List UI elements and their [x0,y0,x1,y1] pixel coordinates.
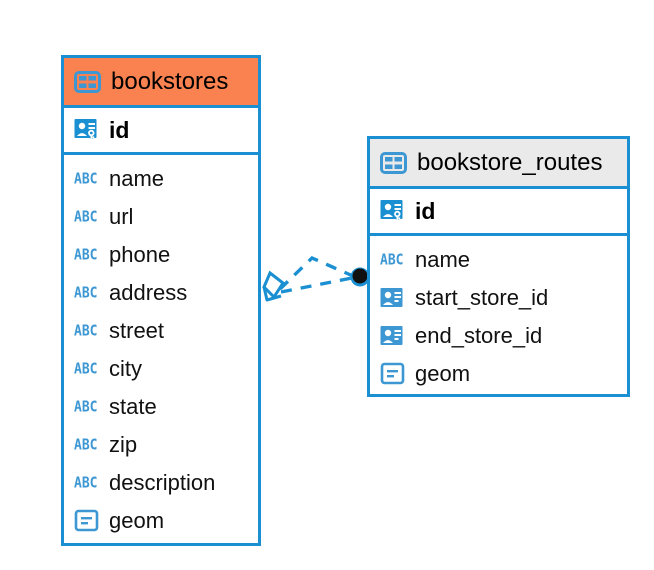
column-row-address[interactable]: ABC address [64,274,258,312]
column-list-bookstores: ABC name ABC url ABC phone ABC address A… [64,155,258,545]
column-name: end_store_id [415,323,543,348]
text-abc-icon: ABC [74,246,98,264]
column-row-zip[interactable]: ABC zip [64,426,258,464]
column-row-state[interactable]: ABC state [64,388,258,426]
primary-key-icon [74,117,100,143]
text-abc-icon: ABC [74,436,98,454]
entity-header-bookstore-routes[interactable]: bookstore_routes [370,139,627,189]
text-abc-icon: ABC [74,360,98,378]
column-name: id [109,116,130,143]
foreign-key-icon [380,287,406,309]
column-row-url[interactable]: ABC url [64,198,258,236]
text-abc-icon: ABC [380,251,404,269]
geometry-icon [380,362,406,386]
column-row-name[interactable]: ABC name [64,160,258,198]
table-icon [74,70,101,93]
table-icon [380,151,407,174]
entity-table-bookstores[interactable]: bookstores id ABC [61,55,261,546]
text-abc-icon: ABC [74,322,98,340]
column-name: geom [109,508,165,533]
column-row-city[interactable]: ABC city [64,350,258,388]
column-row-primary-key[interactable]: id [370,189,627,236]
entity-title: bookstore_routes [417,148,603,176]
diamond-marker [262,270,286,302]
column-name: street [109,318,165,343]
column-name: description [109,470,216,495]
column-row-phone[interactable]: ABC phone [64,236,258,274]
column-row-description[interactable]: ABC description [64,464,258,502]
relationship-line-lower [280,276,353,294]
foreign-key-icon [380,325,406,347]
relationship-line-upper [278,255,354,291]
column-name: phone [109,242,171,267]
entity-title: bookstores [111,67,229,95]
entity-table-bookstore-routes[interactable]: bookstore_routes id ABC [367,136,630,397]
text-abc-icon: ABC [74,284,98,302]
column-name: zip [109,432,138,457]
geometry-icon [74,509,100,533]
column-row-geom[interactable]: geom [64,502,258,540]
column-name: address [109,280,188,305]
column-name: state [109,394,157,419]
column-name: url [109,204,134,229]
column-row-end-store-id[interactable]: end_store_id [370,317,627,355]
column-row-name[interactable]: ABC name [370,241,627,279]
primary-key-icon [380,198,406,224]
entity-header-bookstores[interactable]: bookstores [64,58,258,108]
column-name: name [109,166,165,191]
column-list-bookstore-routes: ABC name start_store_id [370,236,627,398]
column-name: id [415,197,436,224]
text-abc-icon: ABC [74,474,98,492]
column-row-geom[interactable]: geom [370,355,627,393]
column-name: name [415,247,471,272]
column-row-primary-key[interactable]: id [64,108,258,155]
text-abc-icon: ABC [74,398,98,416]
column-row-street[interactable]: ABC street [64,312,258,350]
column-name: city [109,356,142,381]
column-row-start-store-id[interactable]: start_store_id [370,279,627,317]
column-name: start_store_id [415,285,549,310]
column-name: geom [415,361,471,386]
text-abc-icon: ABC [74,208,98,226]
text-abc-icon: ABC [74,170,98,188]
